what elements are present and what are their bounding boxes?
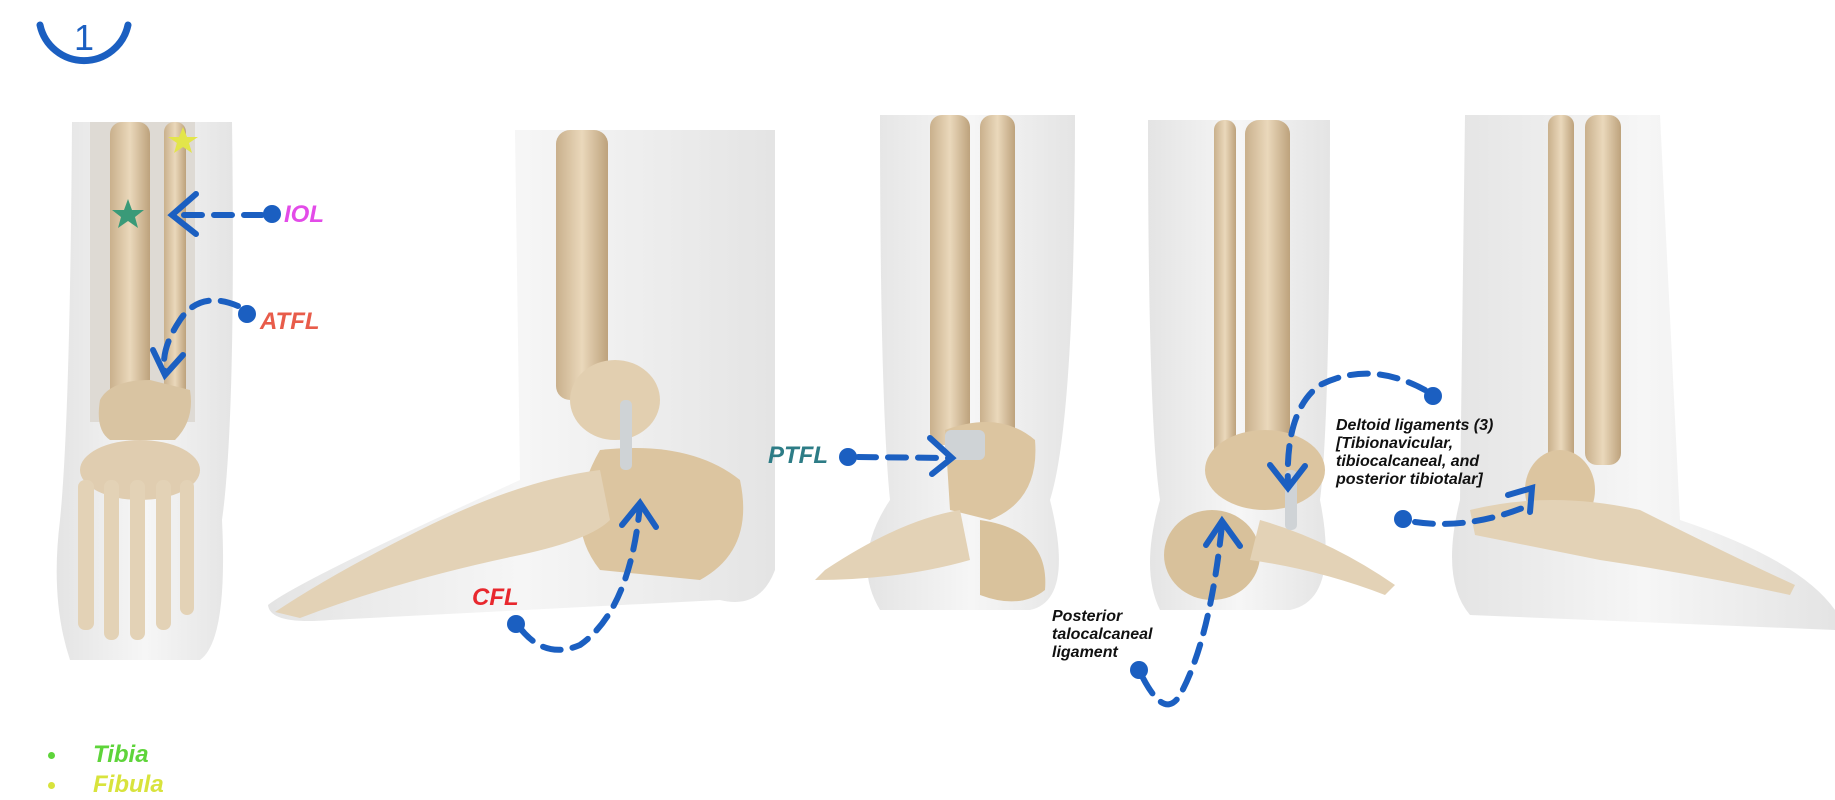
legend-label-fibula: Fibula [93,771,164,799]
tibia-shape [110,122,150,412]
deltoid-line-1: Deltoid ligaments (3) [1336,417,1493,435]
deltoid-upper-dot [1424,387,1442,405]
anterior-view [57,122,233,660]
legend-item-tibia: Tibia [48,740,164,770]
legend-bullet-fibula [48,782,55,789]
ptfl-dot [839,448,857,466]
legend-item-fibula: Fibula [48,770,164,800]
posterior-talocalcaneal-line-1: Posterior [1052,608,1153,626]
lateral-view [268,130,775,621]
step-number-badge: 1 [40,17,128,61]
atfl-label: ATFL [260,310,320,334]
deltoid-label: Deltoid ligaments (3) [Tibionavicular, t… [1336,417,1493,489]
medial-foot-view [1452,115,1835,630]
medial-view [1148,120,1395,610]
posterior-talocalcaneal-label: Posterior talocalcaneal ligament [1052,608,1153,662]
deltoid-lower-dot [1394,510,1412,528]
atfl-dot [238,305,256,323]
deltoid-line-4: posterior tibiotalar] [1336,471,1493,489]
ptfl-label: PTFL [768,444,828,468]
deltoid-line-3: tibiocalcaneal, and [1336,453,1493,471]
cfl-label: CFL [472,586,519,610]
posterior-view [815,115,1075,610]
iol-dot [263,205,281,223]
posterior-talocalcaneal-line-3: ligament [1052,644,1153,662]
cfl-dot [507,615,525,633]
posterior-talocalcaneal-dot [1130,661,1148,679]
step-number: 1 [74,17,94,58]
legend-label-tibia: Tibia [93,741,149,769]
lateral-tibia-shape [556,130,608,400]
legend-bullet-tibia [48,752,55,759]
iol-label: IOL [284,203,324,227]
posterior-talocalcaneal-line-2: talocalcaneal [1052,626,1153,644]
bone-legend: Tibia Fibula [48,740,164,800]
deltoid-line-2: [Tibionavicular, [1336,435,1493,453]
